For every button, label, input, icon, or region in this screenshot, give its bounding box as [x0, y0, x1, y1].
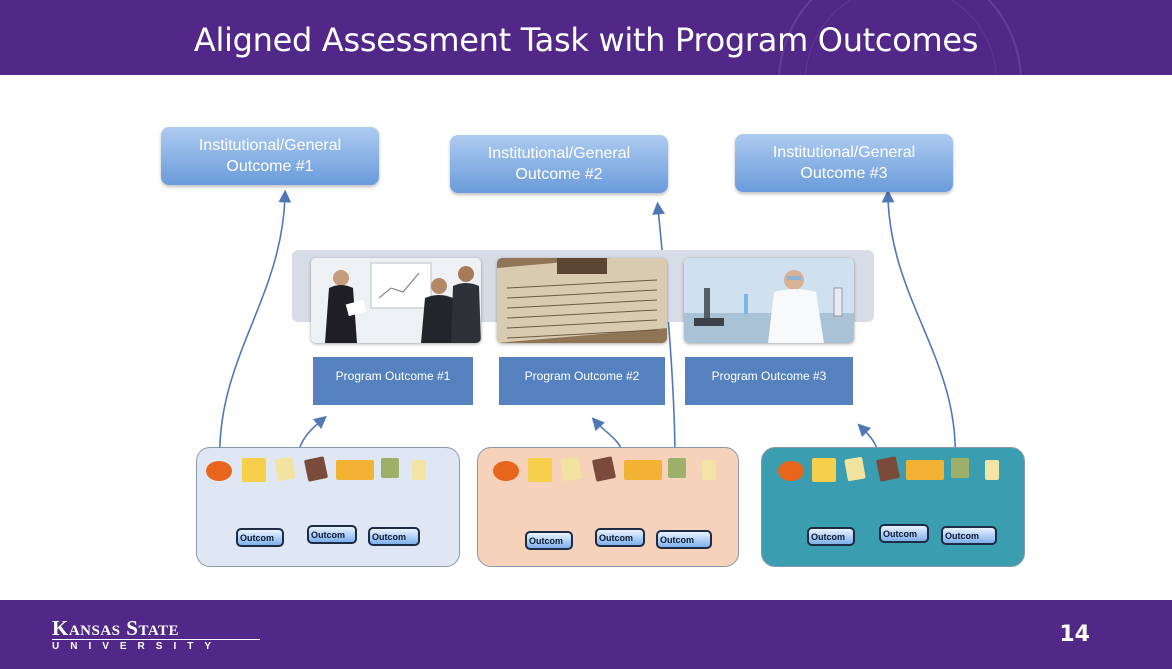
program-outcome-1-label: Program Outcome #1	[335, 369, 451, 383]
book-icon	[303, 456, 329, 482]
assignment-splash-icon	[493, 461, 519, 481]
assignment-splash-icon	[778, 461, 804, 481]
arrow-to-inst-outcome-2	[652, 201, 676, 463]
inst-outcome-3-line2: Outcome #3	[800, 165, 888, 182]
program-outcome-3: Program Outcome #3	[685, 357, 853, 405]
footer-bar: Kansas State UNIVERSITY 14	[0, 600, 1172, 669]
assignment-splash-icon	[206, 461, 232, 481]
inst-outcome-1-line1: Institutional/General	[198, 137, 342, 154]
page-number: 14	[1059, 622, 1090, 647]
university-wordmark: Kansas State	[52, 616, 180, 640]
course-outcome-chip: Outcom	[941, 526, 997, 545]
laboratory-photo	[684, 258, 854, 343]
scroll-icon	[702, 460, 716, 480]
course-outcome-chip: Outcom	[368, 527, 420, 546]
course-outcome-chip: Outcom	[595, 528, 645, 547]
inst-outcome-2-line1: Institutional/General	[487, 145, 631, 162]
course-outcome-chip: Outcom	[656, 530, 712, 549]
slide-title: Aligned Assessment Task with Program Out…	[193, 21, 979, 59]
paper-note-icon	[274, 456, 296, 482]
inst-outcome-1-line2: Outcome #1	[226, 158, 314, 175]
presentation-photo	[311, 258, 481, 343]
certificate-icon	[668, 458, 686, 478]
program-outcome-2-label: Program Outcome #2	[524, 369, 640, 383]
header-bar: Aligned Assessment Task with Program Out…	[0, 0, 1172, 75]
wordmark-rule	[52, 639, 260, 640]
paper-note-icon	[560, 456, 582, 482]
course-outcome-chip: Outcom	[236, 528, 284, 547]
assignment-note-icon	[336, 460, 374, 480]
certificate-icon	[381, 458, 399, 478]
course-outcome-chip: Outcom	[525, 531, 573, 550]
book-icon	[591, 456, 617, 482]
sticky-note-icon	[528, 458, 552, 482]
scroll-icon	[985, 460, 999, 480]
book-icon	[875, 456, 901, 482]
manuscript-photo	[497, 258, 667, 343]
inst-outcome-2-line2: Outcome #2	[515, 166, 603, 183]
certificate-icon	[951, 458, 969, 478]
sticky-note-icon	[242, 458, 266, 482]
assignment-note-icon	[906, 460, 944, 480]
scroll-icon	[412, 460, 426, 480]
university-subtitle: UNIVERSITY	[52, 641, 223, 652]
program-outcome-2: Program Outcome #2	[499, 357, 665, 405]
course-outcome-chip: Outcom	[879, 524, 929, 543]
program-outcome-3-label: Program Outcome #3	[711, 369, 827, 383]
inst-outcome-3-line1: Institutional/General	[772, 144, 916, 161]
program-outcome-1: Program Outcome #1	[313, 357, 473, 405]
arrow-to-inst-outcome-1	[219, 189, 292, 466]
course-outcome-chip: Outcom	[307, 525, 357, 544]
paper-note-icon	[844, 456, 866, 482]
sticky-note-icon	[812, 458, 836, 482]
assignment-note-icon	[624, 460, 662, 480]
course-outcome-chip: Outcom	[807, 527, 855, 546]
arrow-to-inst-outcome-3	[881, 189, 956, 463]
